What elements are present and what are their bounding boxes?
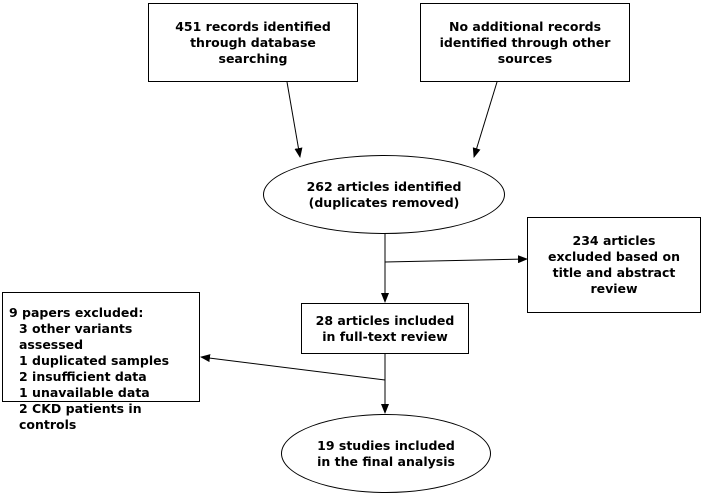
- excluded-title-text: 234 articles excluded based on title and…: [548, 233, 680, 296]
- db-search-text: 451 records identified through database …: [175, 18, 331, 66]
- excluded-papers-box: 9 papers excluded: 3 other variants asse…: [2, 292, 200, 432]
- excluded-reason-item: 2 CKD patients in controls: [19, 401, 142, 432]
- excluded-reason-item: 1 unavailable data: [19, 385, 150, 400]
- other-sources-box: No additional records identified through…: [420, 3, 630, 82]
- excluded-papers-heading: 9 papers excluded:: [9, 305, 144, 320]
- excluded-reason-item: 3 other variants assessed: [19, 321, 133, 352]
- arrow-to-excluded-title: [384, 255, 528, 264]
- excluded-reason-item: 1 duplicated samples: [19, 353, 170, 368]
- db-search-box: 451 records identified through database …: [148, 3, 358, 82]
- arrow-to-excluded-papers: [200, 354, 386, 381]
- fulltext-text: 28 articles included in full-text review: [315, 312, 455, 344]
- excluded-reason-item: 2 insufficient data: [19, 369, 147, 384]
- final-text: 19 studies included in the final analysi…: [317, 437, 455, 469]
- excluded-title-box: 234 articles excluded based on title and…: [527, 217, 701, 313]
- excluded-papers-list: 3 other variants assessed 1 duplicated s…: [9, 321, 193, 433]
- arrow-other-to-identified: [472, 81, 498, 158]
- identified-text: 262 articles identified (duplicates remo…: [306, 178, 462, 210]
- arrow-db-to-identified: [286, 81, 303, 158]
- identified-ellipse: 262 articles identified (duplicates remo…: [263, 155, 505, 234]
- final-ellipse: 19 studies included in the final analysi…: [281, 414, 491, 493]
- other-sources-text: No additional records identified through…: [439, 18, 611, 66]
- fulltext-box: 28 articles included in full-text review: [301, 303, 469, 354]
